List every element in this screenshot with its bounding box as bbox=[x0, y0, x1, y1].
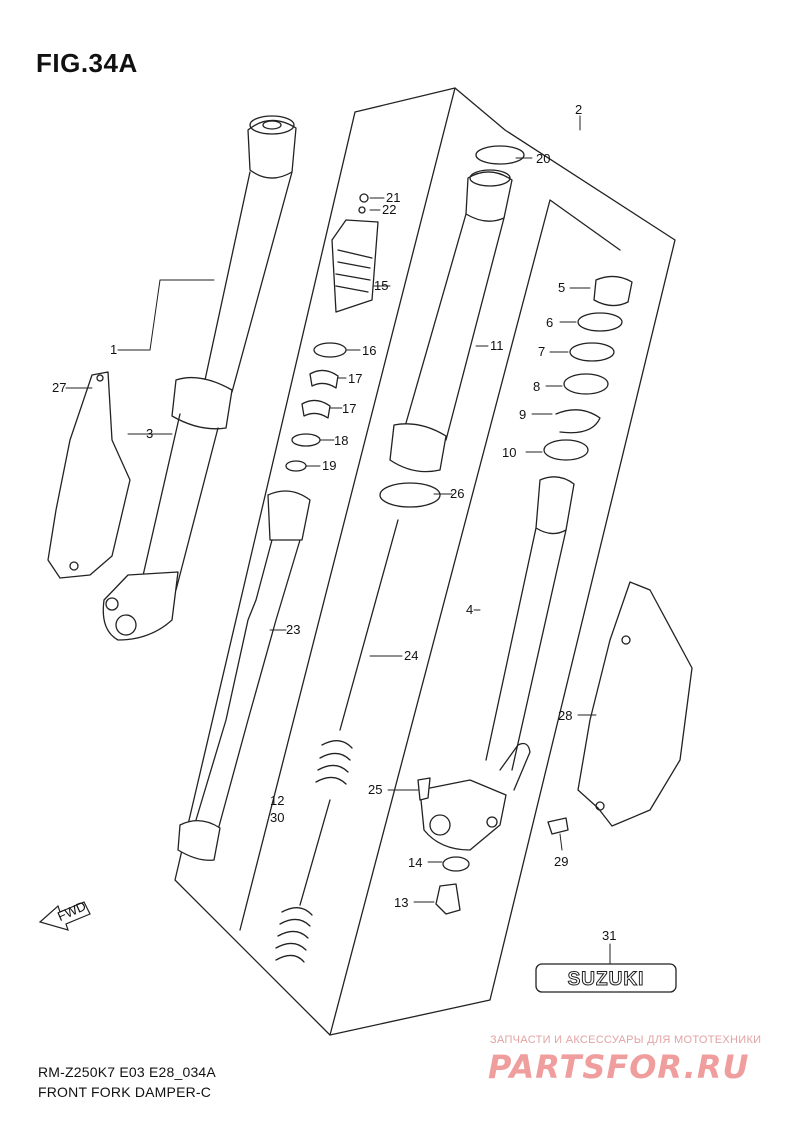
watermark-tagline: ЗАПЧАСТИ И АКСЕССУАРЫ ДЛЯ МОТОТЕХНИКИ bbox=[490, 1034, 762, 1046]
label-17a: 17 bbox=[348, 371, 362, 386]
label-17b: 17 bbox=[342, 401, 356, 416]
oil-seal-8 bbox=[563, 373, 609, 395]
left-fork-tube bbox=[102, 115, 297, 641]
bolt-13 bbox=[435, 883, 461, 915]
bolt-25 bbox=[417, 777, 431, 801]
model-code: RM-Z250K7 E03 E28_034A bbox=[38, 1064, 216, 1080]
bush-17b bbox=[301, 399, 331, 419]
label-19: 19 bbox=[322, 458, 336, 473]
label-9: 9 bbox=[519, 407, 526, 422]
label-23: 23 bbox=[286, 622, 300, 637]
label-10: 10 bbox=[502, 445, 516, 460]
ring-18 bbox=[291, 433, 321, 447]
label-6: 6 bbox=[546, 315, 553, 330]
label-12: 12 bbox=[270, 793, 284, 808]
label-30: 30 bbox=[270, 810, 284, 825]
bush-17a bbox=[309, 369, 339, 389]
part-number-labels: 2 1 3 27 20 21 22 15 16 17 17 18 19 11 2… bbox=[52, 102, 616, 943]
fork-spring bbox=[275, 740, 353, 963]
label-8: 8 bbox=[533, 379, 540, 394]
label-22: 22 bbox=[382, 202, 396, 217]
label-26: 26 bbox=[450, 486, 464, 501]
label-21: 21 bbox=[386, 190, 400, 205]
figure-title: FIG.34A bbox=[36, 48, 138, 78]
damper-top-valve bbox=[331, 193, 379, 313]
label-3: 3 bbox=[146, 426, 153, 441]
label-11: 11 bbox=[490, 338, 504, 353]
label-5: 5 bbox=[558, 280, 565, 295]
washer-7 bbox=[569, 342, 615, 362]
o-ring-16 bbox=[313, 342, 347, 358]
label-31: 31 bbox=[602, 928, 616, 943]
label-27: 27 bbox=[52, 380, 66, 395]
o-ring-26 bbox=[379, 482, 441, 508]
suzuki-emblem-plate bbox=[535, 963, 677, 993]
gasket-14 bbox=[442, 856, 470, 872]
assembly-outline bbox=[174, 87, 676, 1036]
label-16: 16 bbox=[362, 343, 376, 358]
o-ring-20 bbox=[475, 145, 525, 165]
leader-lines bbox=[65, 115, 611, 965]
damper-rod bbox=[339, 519, 399, 731]
inner-damper-outline bbox=[239, 87, 621, 1036]
watermark-logo: PARTSFOR.RU bbox=[488, 1048, 750, 1086]
fwd-arrow-icon: FWD bbox=[38, 898, 91, 931]
label-2: 2 bbox=[575, 102, 582, 117]
damper-cartridge bbox=[177, 490, 311, 861]
label-1: 1 bbox=[110, 342, 117, 357]
clip-9 bbox=[555, 409, 601, 434]
label-7: 7 bbox=[538, 344, 545, 359]
label-18: 18 bbox=[334, 433, 348, 448]
diagram-caption: FRONT FORK DAMPER-C bbox=[38, 1084, 212, 1100]
suzuki-emblem-text: SUZUKI bbox=[568, 969, 645, 990]
label-29: 29 bbox=[554, 854, 568, 869]
label-13: 13 bbox=[394, 895, 408, 910]
label-14: 14 bbox=[408, 855, 422, 870]
right-outer-tube bbox=[389, 169, 513, 473]
bolt-29 bbox=[547, 817, 569, 835]
label-15: 15 bbox=[374, 278, 388, 293]
bushing-5 bbox=[593, 275, 633, 307]
label-25: 25 bbox=[368, 782, 382, 797]
label-28: 28 bbox=[558, 708, 572, 723]
label-24: 24 bbox=[404, 648, 418, 663]
label-20: 20 bbox=[536, 151, 550, 166]
ring-19 bbox=[285, 460, 307, 472]
dust-seal-10 bbox=[543, 439, 589, 461]
right-inner-tube bbox=[419, 476, 575, 851]
bushing-6 bbox=[577, 312, 623, 332]
left-fork-guard bbox=[47, 371, 131, 579]
right-fork-guard bbox=[577, 581, 693, 827]
label-4: 4 bbox=[466, 602, 473, 617]
